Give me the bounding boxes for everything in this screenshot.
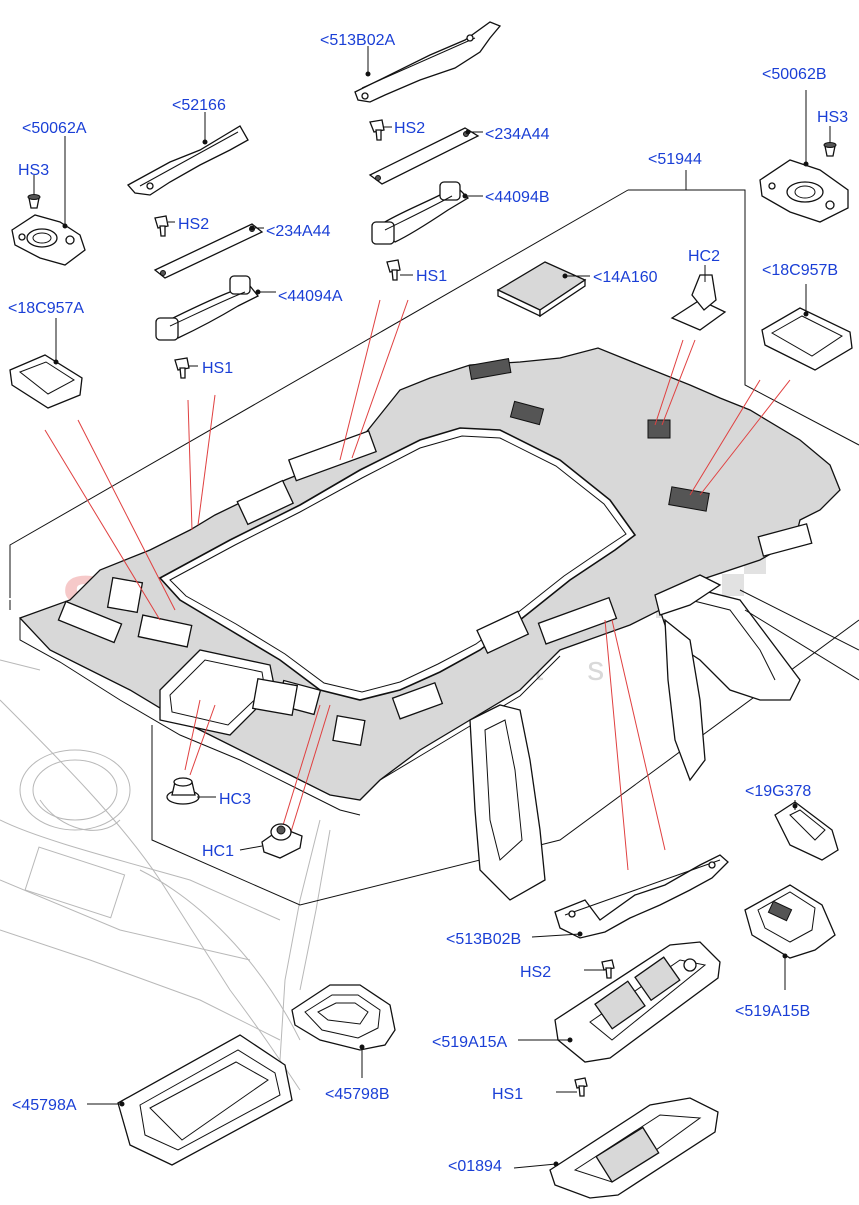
label-513B02A: <513B02A <box>320 32 396 49</box>
part-18C957A-lamp <box>9 318 83 409</box>
screw-HS3-right <box>823 126 837 157</box>
label-519A15A: <519A15A <box>432 1034 508 1051</box>
label-234A44-top: <234A44 <box>485 126 550 143</box>
screw-HS1-left <box>174 357 198 379</box>
headliner-panel <box>18 347 841 816</box>
label-HC1: HC1 <box>202 843 234 860</box>
label-18C957B: <18C957B <box>762 262 838 279</box>
pillar-trim <box>469 574 859 901</box>
label-51944: <51944 <box>648 151 702 168</box>
screw-HS2-left <box>154 215 175 237</box>
label-52166: <52166 <box>172 97 226 114</box>
label-HS2-lower: HS2 <box>520 964 551 981</box>
label-50062B: <50062B <box>762 66 827 83</box>
label-HS3-left: HS3 <box>18 162 49 179</box>
part-19G378-cover <box>774 800 839 861</box>
part-50062A-clip <box>11 136 86 266</box>
label-513B02B: <513B02B <box>446 931 521 948</box>
part-44094A-grab-handle <box>155 275 276 341</box>
label-45798B: <45798B <box>325 1086 390 1103</box>
label-HC3: HC3 <box>219 791 251 808</box>
screw-HS2-top <box>369 119 392 141</box>
label-HS1-lower: HS1 <box>492 1086 523 1103</box>
label-19G378: <19G378 <box>745 783 811 800</box>
screw-HS3-left <box>27 175 41 209</box>
part-234A44-strap-top <box>368 127 483 185</box>
part-45798A-frame <box>87 1034 293 1166</box>
label-HC2: HC2 <box>688 248 720 265</box>
label-14A160: <14A160 <box>593 269 658 286</box>
clip-HC3 <box>166 777 216 805</box>
label-HS2-left: HS2 <box>178 216 209 233</box>
label-HS2-top: HS2 <box>394 120 425 137</box>
label-18C957A: <18C957A <box>8 300 84 317</box>
label-HS1-left: HS1 <box>202 360 233 377</box>
label-HS3-right: HS3 <box>817 109 848 126</box>
part-50062B-clip <box>759 90 849 223</box>
guide-lines <box>44 299 791 871</box>
part-01894-lamp <box>513 1097 719 1199</box>
part-234A44-strap-left <box>153 223 264 279</box>
clip-HC1 <box>239 823 303 859</box>
label-234A44-left: <234A44 <box>266 223 331 240</box>
screw-HS1-middle <box>386 259 413 281</box>
part-44094B-grab-handle <box>371 181 483 245</box>
part-519A15B-console <box>744 884 836 990</box>
screw-HS2-lower <box>584 959 615 979</box>
label-44094A: <44094A <box>278 288 343 305</box>
clip-HC2 <box>670 265 727 331</box>
part-52166-bracket <box>126 112 249 196</box>
part-18C957B-lamp <box>761 284 853 371</box>
part-519A15A-console <box>518 941 721 1063</box>
part-513B02B-bracket <box>531 854 729 939</box>
part-513B02A-bracket <box>354 21 502 103</box>
label-HS1-middle: HS1 <box>416 268 447 285</box>
label-01894: <01894 <box>448 1158 502 1175</box>
console-frame-in-headliner <box>159 649 299 736</box>
screw-HS1-lower <box>556 1077 588 1097</box>
car-interior-outline <box>0 659 331 1091</box>
part-45798B-frame <box>291 984 396 1078</box>
assembly-frame <box>9 189 859 906</box>
part-14A160-pad <box>496 261 590 318</box>
label-44094B: <44094B <box>485 189 550 206</box>
label-50062A: <50062A <box>22 120 87 137</box>
label-45798A: <45798A <box>12 1097 77 1114</box>
label-519A15B: <519A15B <box>735 1003 810 1020</box>
